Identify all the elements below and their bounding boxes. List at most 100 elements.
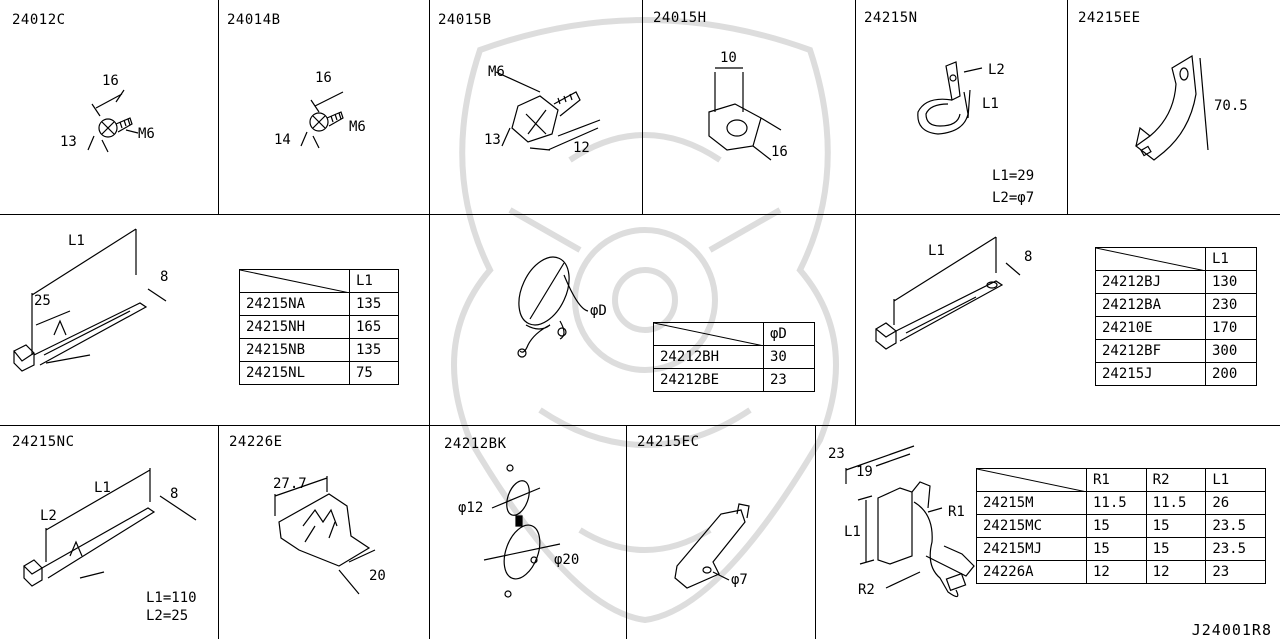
part-no: 24215MC (976, 514, 1087, 538)
col-header: L1 (349, 269, 399, 293)
dim-l1: L1 (844, 524, 861, 540)
clamp-drawing (816, 426, 1280, 639)
value: 170 (1205, 316, 1257, 340)
value: 23.5 (1205, 514, 1266, 538)
part-no: 24215NH (239, 315, 350, 339)
dim-height: 70.5 (1214, 98, 1248, 114)
cell-24015B: 24015B M6 13 12 (430, 0, 643, 215)
cable-tie-drawing (856, 215, 1280, 426)
part-no: 24226A (976, 560, 1087, 584)
value: 135 (349, 338, 399, 362)
part-no: 24212BH (653, 345, 764, 369)
loop-band-drawing (430, 215, 856, 426)
clip-drawing (856, 0, 1068, 215)
dim-width: 10 (720, 50, 737, 66)
dim-l2: L2 (988, 62, 1005, 78)
dim-length: 16 (315, 70, 332, 86)
part-code: 24015B (438, 12, 492, 28)
dim-r2: R2 (858, 582, 875, 598)
col-header: L1 (1205, 247, 1257, 271)
dim-head: 13 (484, 132, 501, 148)
dim-diameter: φD (590, 303, 607, 319)
cell-24012C: 24012C 16 13 M6 (0, 0, 219, 215)
value: 11.5 (1086, 491, 1147, 515)
value: 23 (763, 368, 815, 392)
cell-24015H: 24015H 10 16 (643, 0, 856, 215)
value: 75 (349, 361, 399, 385)
table-corner (1095, 247, 1206, 271)
value: 15 (1145, 537, 1207, 561)
value: 12 (1086, 560, 1147, 584)
col-header: R2 (1145, 468, 1207, 492)
part-code: 24212BK (444, 436, 507, 452)
value: 165 (349, 315, 399, 339)
value: 12 (1145, 560, 1207, 584)
part-no: 24215NL (239, 361, 350, 385)
value: 23.5 (1205, 537, 1266, 561)
dim-width: 27.7 (273, 476, 307, 492)
value: 130 (1205, 270, 1257, 294)
part-code: 24012C (12, 12, 66, 28)
dim-small-diameter: φ12 (458, 500, 484, 516)
thread-size: M6 (138, 126, 155, 142)
dim-length: 16 (102, 73, 119, 89)
dim-length: 12 (573, 140, 590, 156)
spec-l2: L2=φ7 (992, 190, 1035, 206)
table-corner (653, 322, 764, 346)
dim-height: 20 (369, 568, 386, 584)
part-no: 24215NA (239, 292, 350, 316)
table-corner (976, 468, 1087, 492)
spec-l1: L1=29 (992, 168, 1035, 184)
cell-24215N: 24215N L2 L1 L1=29 L2=φ7 (856, 0, 1068, 215)
drawing-reference: J24001R8 (1191, 621, 1272, 639)
value: 26 (1205, 491, 1266, 515)
col-header: R1 (1086, 468, 1147, 492)
double-loop-drawing (430, 426, 627, 639)
spec-l1: L1=110 (146, 590, 197, 606)
dim-height: 16 (771, 144, 788, 160)
value: 135 (349, 292, 399, 316)
value: 230 (1205, 293, 1257, 317)
part-code: 24014B (227, 12, 281, 28)
dim-width: 8 (160, 269, 169, 285)
part-code: 24226E (229, 434, 283, 450)
cell-24014B: 24014B 16 14 M6 (219, 0, 430, 215)
part-code: 24215EC (637, 434, 700, 450)
col-header: φD (763, 322, 815, 346)
value: 30 (763, 345, 815, 369)
dim-width: 8 (1024, 249, 1033, 265)
bracket-drawing (1068, 0, 1280, 215)
cell-24215NC: 24215NC L1 L2 8 L1=110 L2=25 (0, 426, 219, 639)
part-no: 24212BF (1095, 339, 1206, 363)
cable-tie-drawing (0, 426, 219, 639)
part-no: 24215NB (239, 338, 350, 362)
cell-24215EC: 24215EC φ7 (627, 426, 816, 639)
value: 15 (1086, 514, 1147, 538)
cell-24226E: 24226E 27.7 20 (219, 426, 430, 639)
part-no: 24210E (1095, 316, 1206, 340)
part-code: 24015H (653, 10, 707, 26)
dim-width: 8 (170, 486, 179, 502)
part-no: 24215MJ (976, 537, 1087, 561)
value: 15 (1086, 537, 1147, 561)
part-no: 24215M (976, 491, 1087, 515)
table-corner (239, 269, 350, 293)
bolt-drawing (430, 0, 643, 215)
part-code: 24215EE (1078, 10, 1141, 26)
holder-drawing (219, 426, 430, 639)
col-header: L1 (1205, 468, 1266, 492)
value: 11.5 (1145, 491, 1207, 515)
part-no: 24212BE (653, 368, 764, 392)
dim-head: 14 (274, 132, 291, 148)
dim-25: 25 (34, 293, 51, 309)
spec-l2: L2=25 (146, 608, 189, 624)
thread-size: M6 (488, 64, 505, 80)
cell-24215EE: 24215EE 70.5 (1068, 0, 1280, 215)
dim-diameter: φ7 (731, 572, 748, 588)
screw-drawing (219, 0, 430, 215)
dim-l1: L1 (928, 243, 945, 259)
part-no: 24212BJ (1095, 270, 1206, 294)
